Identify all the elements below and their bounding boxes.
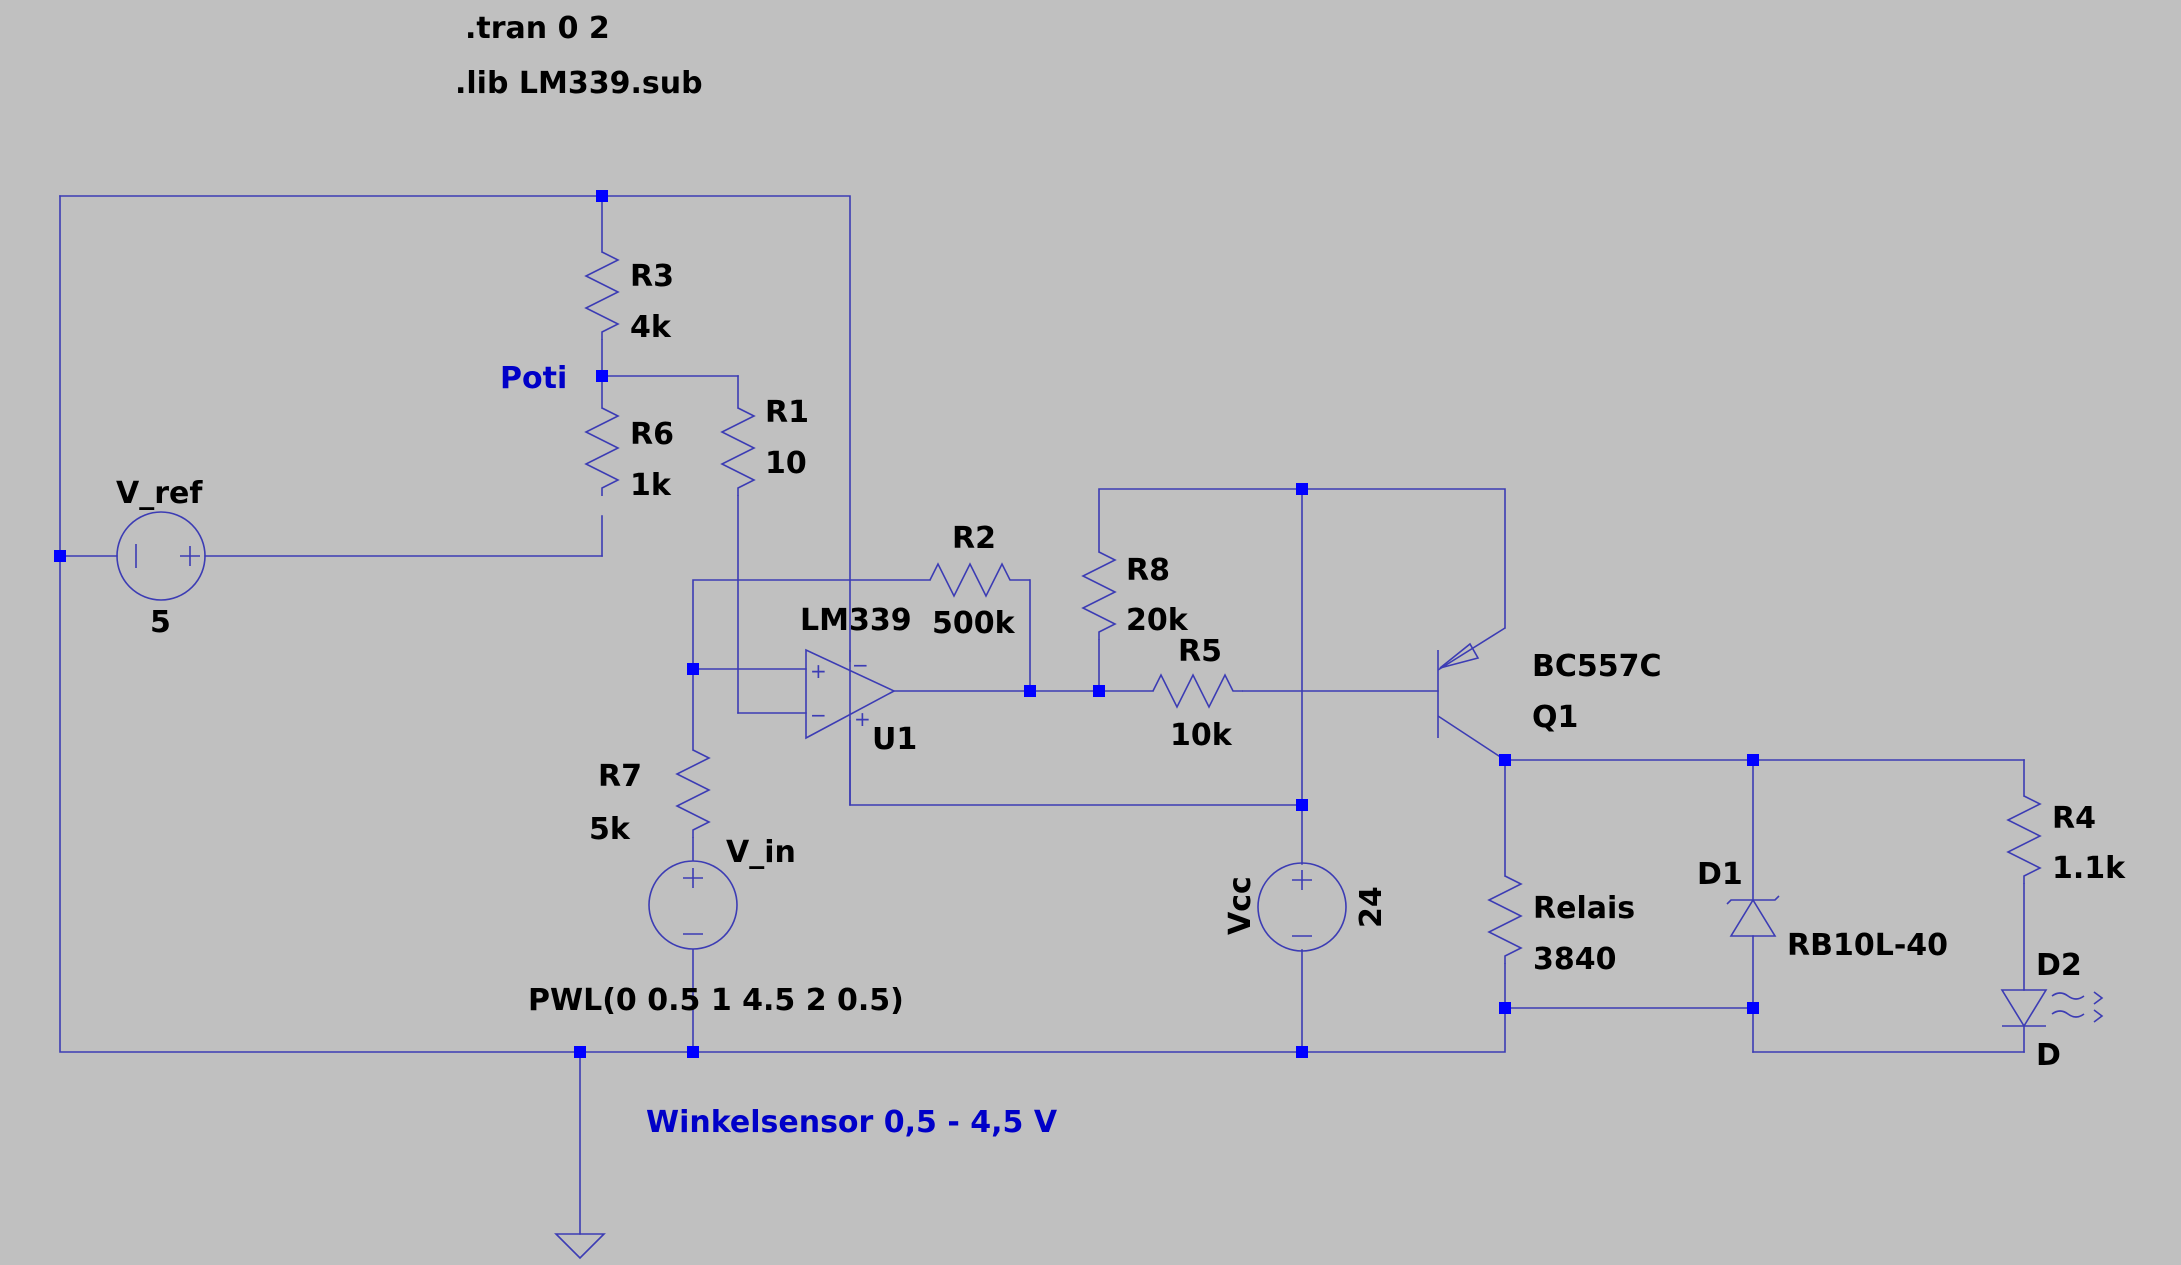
resistor-R3[interactable] <box>584 251 620 340</box>
label-R4-value: 1.1k <box>2052 851 2126 886</box>
label-R6-value: 1k <box>630 468 672 503</box>
label-V_in-value: PWL(0 0.5 1 4.5 2 0.5) <box>528 983 904 1018</box>
voltage-source-V_ref[interactable] <box>116 511 206 601</box>
label-R5-name: R5 <box>1178 634 1222 669</box>
diode-D2[interactable] <box>2000 989 2104 1028</box>
label-U1-name: U1 <box>872 722 917 757</box>
label-Q1-name: Q1 <box>1532 700 1578 735</box>
svg-text:−: − <box>810 703 827 727</box>
resistor-R4[interactable] <box>2006 795 2042 884</box>
tran-directive[interactable]: .tran 0 2 <box>465 11 610 46</box>
label-D1-value: RB10L-40 <box>1787 928 1948 963</box>
svg-text:−: − <box>852 653 869 677</box>
label-R3-name: R3 <box>630 259 674 294</box>
wires[interactable] <box>59 195 2025 1235</box>
label-D1-name: D1 <box>1697 857 1743 892</box>
comparator-U1[interactable]: + − − + <box>805 648 896 805</box>
label-D2-value: D <box>2036 1038 2061 1073</box>
label-R1-name: R1 <box>765 395 809 430</box>
svg-text:+: + <box>810 659 827 683</box>
label-V_ref-value: 5 <box>150 605 171 640</box>
resistor-R7[interactable] <box>675 749 711 838</box>
label-relais-value: 3840 <box>1533 942 1617 977</box>
label-R8-name: R8 <box>1126 553 1170 588</box>
resistor-R6[interactable] <box>584 407 620 496</box>
resistor-R2[interactable] <box>929 562 1030 598</box>
resistor-R1[interactable] <box>720 407 756 496</box>
voltage-source-Vcc[interactable] <box>1257 862 1347 952</box>
label-R8-value: 20k <box>1126 603 1189 638</box>
label-relais-name: Relais <box>1533 891 1635 926</box>
resistor-R8[interactable] <box>1081 551 1117 640</box>
label-R5-value: 10k <box>1170 718 1233 753</box>
diode-D1[interactable] <box>1726 895 1780 937</box>
label-R7-name: R7 <box>598 759 642 794</box>
ground-symbol[interactable] <box>554 1233 606 1260</box>
label-Q1-value: BC557C <box>1532 649 1662 684</box>
label-Vcc-value: 24 <box>1354 886 1389 928</box>
label-R4-name: R4 <box>2052 801 2096 836</box>
net-label-winkelsensor: Winkelsensor 0,5 - 4,5 V <box>646 1105 1058 1140</box>
transistor-Q1[interactable] <box>1437 627 1506 761</box>
label-U1-value: LM339 <box>800 603 912 638</box>
label-V_in-name: V_in <box>726 835 796 870</box>
label-R2-name: R2 <box>952 521 996 556</box>
label-R1-value: 10 <box>765 446 807 481</box>
label-V_ref-name: V_ref <box>116 476 203 511</box>
resistor-R5[interactable] <box>1152 673 1243 709</box>
voltage-source-V_in[interactable] <box>648 860 738 950</box>
label-R2-value: 500k <box>932 606 1016 641</box>
label-D2-name: D2 <box>2036 948 2082 983</box>
lib-directive[interactable]: .lib LM339.sub <box>455 66 703 101</box>
label-Vcc-name: Vcc <box>1223 876 1258 935</box>
label-R7-value: 5k <box>589 812 631 847</box>
net-label-poti: Poti <box>500 361 567 396</box>
label-R3-value: 4k <box>630 310 672 345</box>
svg-text:+: + <box>854 707 871 731</box>
junctions <box>54 190 1759 1058</box>
resistor-relais[interactable] <box>1487 875 1523 964</box>
label-R6-name: R6 <box>630 417 674 452</box>
